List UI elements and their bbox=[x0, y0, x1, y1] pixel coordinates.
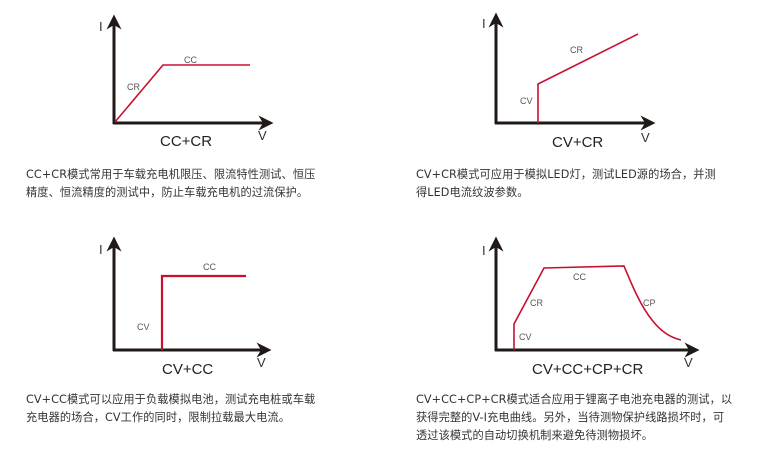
segment-label-cc: CC bbox=[203, 262, 216, 272]
cv-cc-chart: I V CV CC CV+CC bbox=[99, 236, 272, 378]
description-line: 充电器的场合，CV工作的同时，限制拉载最大电流。 bbox=[26, 411, 290, 424]
description-line: 得LED电流纹波参数。 bbox=[416, 186, 529, 199]
chart-title: CV+CC+CP+CR bbox=[532, 361, 643, 378]
y-axis-label: I bbox=[99, 19, 103, 34]
segment-label-cp: CP bbox=[643, 298, 656, 308]
segment-label-cr: CR bbox=[127, 82, 140, 92]
panel-cc-cr: I V CR CC CC+CR CC+CR模式常用于车载充电机限压、限流特性测试… bbox=[0, 0, 380, 230]
segment-label-cv: CV bbox=[520, 96, 533, 106]
cc-cr-chart: I V CR CC CC+CR bbox=[99, 14, 274, 150]
curve bbox=[513, 265, 682, 350]
chart-title: CV+CR bbox=[552, 134, 603, 151]
description-line: 精度、恒流精度的测试中，防止车载充电机的过流保护。 bbox=[26, 186, 309, 199]
y-axis-label: I bbox=[99, 242, 103, 257]
chart-title: CC+CR bbox=[160, 133, 212, 150]
curve bbox=[114, 64, 250, 123]
description-line: CC+CR模式常用于车载充电机限压、限流特性测试、恒压 bbox=[26, 168, 316, 181]
curve bbox=[160, 274, 246, 350]
description: CV+CR模式可应用于模拟LED灯，测试LED源的场合，并测 得LED电流纹波参… bbox=[416, 166, 756, 202]
description-line: 透过该模式的自动切换机制来避免待测物损坏。 bbox=[416, 429, 654, 442]
panel-cv-cc: I V CV CC CV+CC CV+CC模式可以应用于负载模拟电池，测试充电桩… bbox=[26, 236, 366, 427]
description-line: CV+CR模式可应用于模拟LED灯，测试LED源的场合，并测 bbox=[416, 168, 716, 181]
segment-label-cr: CR bbox=[530, 298, 543, 308]
description-line: 获得完整的V-I充电曲线。另外，当待测物保护线路损坏时，可 bbox=[416, 411, 725, 424]
segment-label-cv: CV bbox=[519, 332, 532, 342]
segment-label-cv: CV bbox=[137, 322, 150, 332]
description: CV+CC+CP+CR模式适合应用于锂离子电池充电器的测试，以 获得完整的V-I… bbox=[416, 391, 760, 445]
x-axis-label: V bbox=[684, 355, 693, 370]
cv-cr-chart: I V CV CR CV+CR bbox=[482, 12, 656, 151]
description: CV+CC模式可以应用于负载模拟电池，测试充电桩或车载 充电器的场合，CV工作的… bbox=[26, 391, 366, 427]
y-axis-label: I bbox=[482, 16, 486, 31]
x-axis-label: V bbox=[258, 128, 267, 143]
y-axis-label: I bbox=[482, 243, 486, 258]
description-line: CV+CC模式可以应用于负载模拟电池，测试充电桩或车载 bbox=[26, 393, 316, 406]
x-axis-label: V bbox=[641, 130, 650, 145]
description: CC+CR模式常用于车载充电机限压、限流特性测试、恒压 精度、恒流精度的测试中，… bbox=[26, 166, 366, 202]
panel-cv-cr: I V CV CR CV+CR CV+CR模式可应用于模拟LED灯，测试LED源… bbox=[416, 12, 756, 202]
x-axis-label: V bbox=[257, 355, 266, 370]
chart-title: CV+CC bbox=[162, 361, 213, 378]
segment-label-cr: CR bbox=[570, 45, 583, 55]
segment-label-cc: CC bbox=[184, 55, 197, 65]
description-line: CV+CC+CP+CR模式适合应用于锂离子电池充电器的测试，以 bbox=[416, 393, 733, 406]
segment-label-cc: CC bbox=[573, 272, 586, 282]
curve bbox=[537, 33, 639, 123]
